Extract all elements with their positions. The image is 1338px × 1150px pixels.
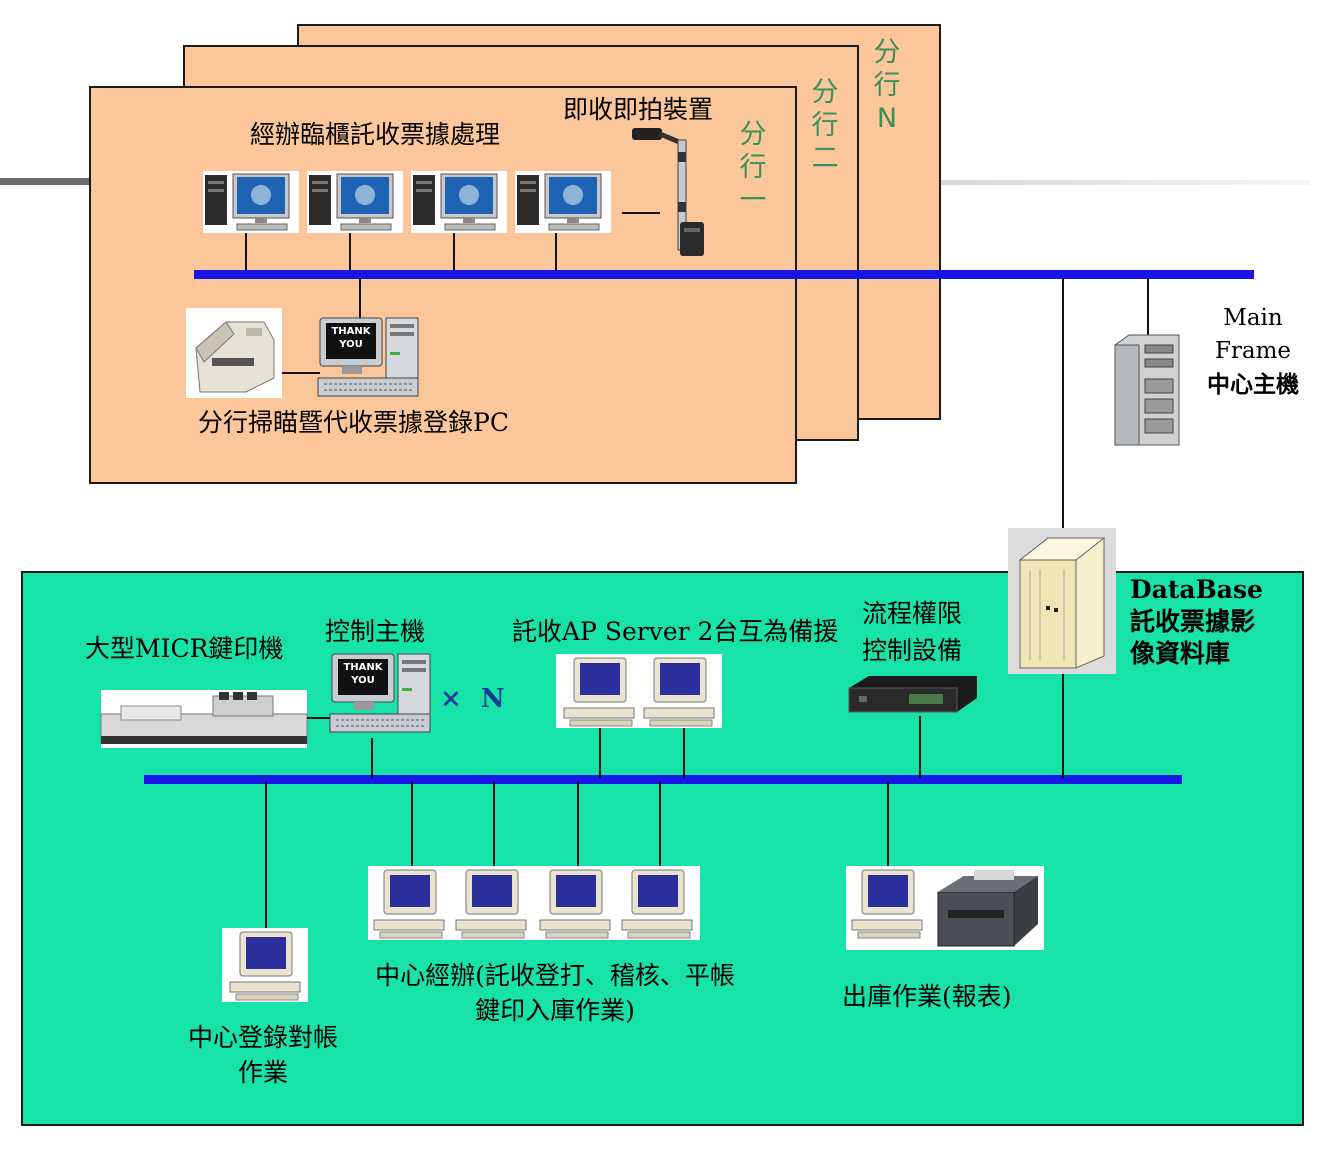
handling-drop-3: [577, 782, 579, 868]
multiplier-label: × N: [440, 684, 505, 714]
control-host-label: 控制主機: [325, 617, 426, 646]
registration-workstation-icon: [222, 928, 308, 1002]
ap-server-icon: [556, 654, 722, 728]
mainframe-connector: [1147, 278, 1149, 336]
micr-connector: [307, 717, 331, 719]
mainframe-server-icon: [1114, 334, 1180, 446]
decor-line-right: [940, 180, 1310, 185]
branch-1-label: 分行一: [739, 119, 767, 216]
control-host-drop: [371, 738, 373, 778]
micr-printer-icon: [100, 690, 308, 748]
database-uplink: [1062, 278, 1064, 530]
output-drop: [887, 782, 889, 868]
registration-drop: [265, 782, 267, 930]
ap-server-drop-2: [683, 728, 685, 778]
output-label: 出庫作業(報表): [842, 982, 1012, 1011]
mainframe-label: Main Frame 中心主機: [1207, 305, 1299, 398]
central-network-bus: [144, 775, 1182, 784]
ap-server-label: 託收AP Server 2台互為備援: [512, 617, 839, 646]
branch-workstation-4: [515, 171, 611, 233]
branch-workstation-3: [411, 171, 507, 233]
scanning-pc-label: 分行掃瞄暨代收票據登錄PC: [198, 408, 509, 437]
camera-connector: [622, 212, 660, 214]
branch-workstation-2: [307, 171, 403, 233]
branch-workstation-1: [203, 171, 299, 233]
branch-2-label: 分行二: [811, 77, 839, 174]
counter-processing-label: 經辦臨櫃託收票據處理: [250, 120, 501, 149]
scanner-connector: [282, 372, 320, 374]
branch-drop-4: [555, 233, 557, 273]
branch-drop-1: [245, 233, 247, 273]
handling-workstations-icon: [368, 866, 700, 940]
branch-n-label: 分行N: [873, 37, 901, 134]
document-camera-icon: [632, 128, 704, 256]
branch-network-bus: [194, 270, 1254, 279]
scanning-pc-icon: [317, 317, 419, 397]
flow-control-label: 流程權限 控制設備: [862, 599, 963, 665]
branch-pc-drop: [359, 278, 361, 320]
branch-drop-3: [453, 233, 455, 273]
database-server-icon: [1008, 528, 1116, 674]
handling-label: 中心經辦(託收登打、稽核、平帳 鍵印入庫作業): [375, 961, 735, 1025]
micr-printer-label: 大型MICR鍵印機: [85, 634, 284, 663]
database-label: DataBase 託收票據影 像資料庫: [1130, 575, 1263, 668]
decor-line-left: [0, 178, 92, 185]
output-workstation-printer-icon: [846, 866, 1044, 950]
flow-control-device-icon: [848, 676, 977, 713]
handling-drop-4: [659, 782, 661, 868]
control-host-icon: [329, 653, 431, 733]
database-drop: [1062, 674, 1064, 778]
ap-server-drop-1: [599, 728, 601, 778]
check-scanner-icon: [186, 308, 282, 398]
instant-capture-label: 即收即拍裝置: [563, 95, 714, 124]
registration-label: 中心登錄對帳 作業: [187, 1023, 338, 1087]
flow-control-drop: [919, 716, 921, 778]
handling-drop-2: [493, 782, 495, 868]
branch-drop-2: [349, 233, 351, 273]
handling-drop-1: [411, 782, 413, 868]
